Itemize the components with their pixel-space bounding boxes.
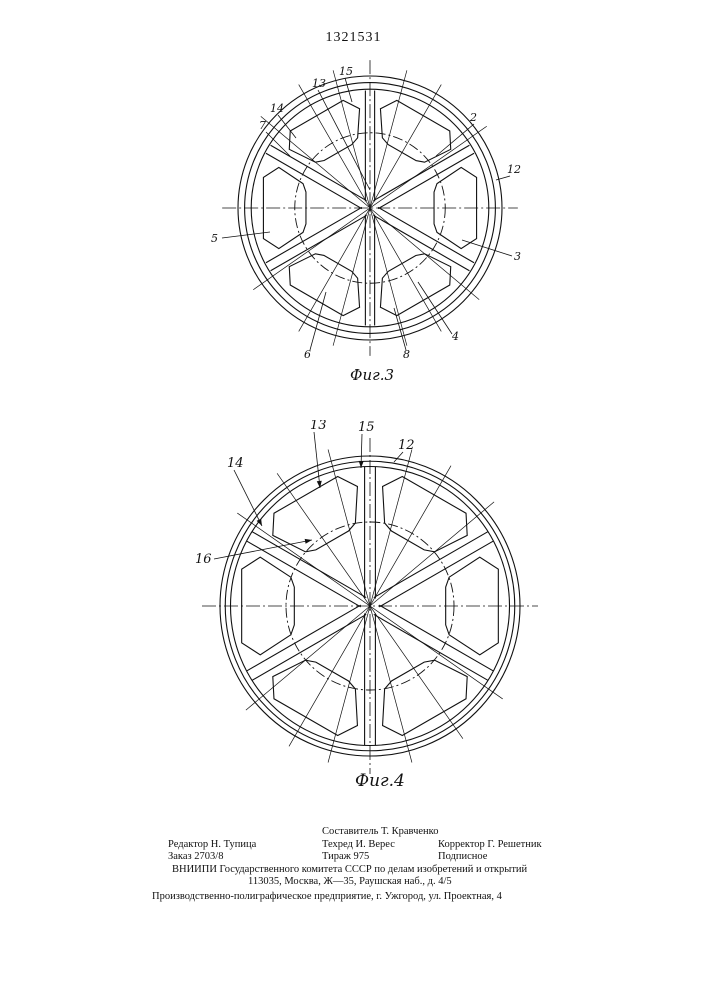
imprint-compiler: Составитель Т. Кравченко (322, 826, 439, 839)
fig4-callout-13: 13 (310, 420, 327, 433)
fig3-callout-5: 5 (211, 232, 218, 245)
fig3-leader-4 (418, 282, 452, 334)
figure-3-drawing: 13 15 14 7 2 12 5 3 4 6 8 Фиг.3 (0, 60, 707, 390)
fig3-callout-13: 13 (312, 77, 326, 90)
imprint-institute: ВНИИПИ Государственного комитета СССР по… (172, 864, 527, 877)
fig4-leader-16-arrowhead (305, 539, 312, 544)
spoke-3-edge-1 (252, 614, 366, 680)
imprint-printer: Производственно-полиграфическое предприя… (152, 891, 502, 904)
imprint-circulation: Тираж 975 (322, 851, 369, 864)
fig4-leader-12 (394, 452, 403, 462)
fig3-geometry (222, 60, 518, 356)
imprint-address: 113035, Москва, Ж—35, Раушская наб., д. … (248, 876, 452, 889)
channel-segment-5 (380, 254, 450, 316)
fig3-callout-8: 8 (403, 348, 410, 361)
fig3-callout-6: 6 (304, 348, 311, 361)
channel-segment-2 (273, 476, 358, 551)
fig3-caption: Фиг.3 (350, 366, 394, 384)
imprint-block: Составитель Т. Кравченко Редактор Н. Туп… (0, 826, 707, 903)
fig4-leader-13 (314, 432, 320, 488)
fig4-leader-14 (234, 470, 262, 526)
spoke-0-edge-1 (374, 532, 488, 598)
fig3-leader-14 (278, 115, 296, 138)
spoke-5-edge-0 (374, 614, 488, 680)
channel-segment-4 (289, 254, 359, 316)
fig4-leader-14-arrowhead (257, 519, 262, 526)
fig3-leader-2 (436, 124, 474, 156)
fig3-callout-14: 14 (270, 102, 284, 115)
fig4-leader-16 (214, 540, 312, 559)
channel-segment-1 (383, 476, 468, 551)
imprint-editor: Редактор Н. Тупица (168, 839, 256, 852)
fig3-callout-12: 12 (507, 163, 521, 176)
fig3-leader-13 (318, 90, 370, 190)
spoke-3-edge-1 (271, 215, 367, 270)
fig3-leader-5 (222, 232, 270, 238)
fig4-callout-16: 16 (195, 552, 212, 567)
channel-segment-4 (273, 660, 358, 735)
fig3-callout-2: 2 (469, 111, 477, 124)
imprint-order: Заказ 2703/8 (168, 851, 223, 864)
fig3-callout-7: 7 (259, 119, 266, 132)
imprint-subscription: Подписное (438, 851, 487, 864)
channel-segment-2 (289, 100, 359, 162)
imprint-techred: Техред И. Верес (322, 839, 395, 852)
fig3-callout-4: 4 (451, 330, 459, 343)
fig4-caption: Фиг.4 (355, 771, 405, 791)
fig4-callout-12: 12 (398, 438, 415, 453)
channel-segment-5 (383, 660, 468, 735)
fig4-callout-15: 15 (358, 420, 375, 435)
fig3-callout-15: 15 (339, 65, 353, 78)
figure-4-drawing: 13 15 12 14 16 Фиг.4 (0, 420, 707, 815)
fig4-geometry (202, 432, 538, 774)
fig3-callout-3: 3 (514, 250, 521, 263)
fig4-callout-14: 14 (227, 456, 244, 471)
imprint-corrector: Корректор Г. Решетник (438, 839, 542, 852)
fig3-leader-15 (345, 78, 352, 102)
patent-page-number: 1321531 (0, 30, 707, 46)
